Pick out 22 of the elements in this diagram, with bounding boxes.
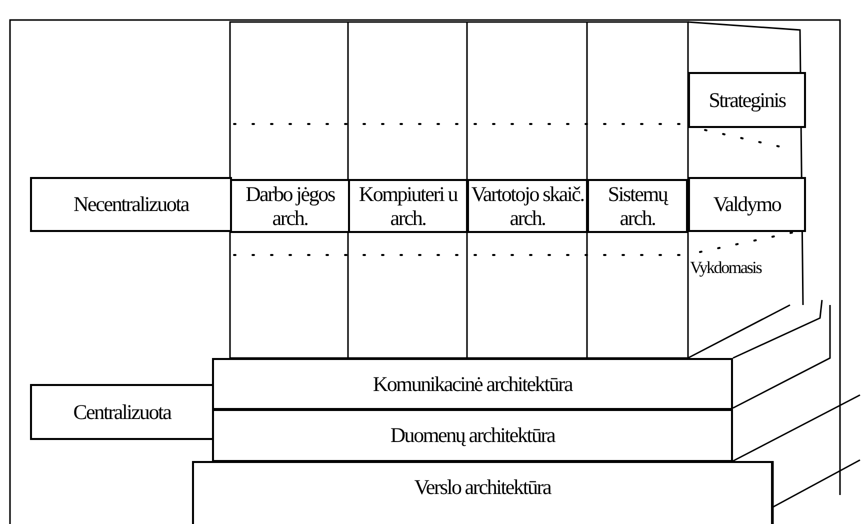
architecture-box	[348, 179, 468, 233]
level-label: Vykdomasis	[690, 258, 762, 278]
node-text: Komunikacinė architektūra	[372, 372, 572, 396]
node-text: Necentralizuota	[74, 192, 188, 217]
layer-box	[212, 409, 733, 462]
node-text: Strateginis	[708, 88, 786, 112]
node-text: Duomenų architektūra	[390, 423, 555, 448]
level-box	[688, 177, 806, 232]
node-text: Verslo architektūra	[414, 475, 551, 500]
node-text: Vartotojo skaič. arch.	[470, 182, 585, 230]
node-text: Sistemų arch.	[606, 182, 669, 230]
node-text: Centralizuota	[73, 400, 171, 424]
level-box	[688, 72, 806, 128]
node-text: Kompiuteri u arch.	[358, 182, 459, 230]
group-label-box	[30, 384, 214, 440]
architecture-box	[587, 179, 688, 233]
architecture-box	[230, 179, 350, 233]
layer-box	[192, 461, 773, 524]
node-text: Darbo jėgos arch.	[244, 182, 336, 230]
layer-box	[212, 358, 733, 410]
group-label-box	[30, 177, 232, 232]
node-text: Valdymo	[713, 192, 781, 217]
